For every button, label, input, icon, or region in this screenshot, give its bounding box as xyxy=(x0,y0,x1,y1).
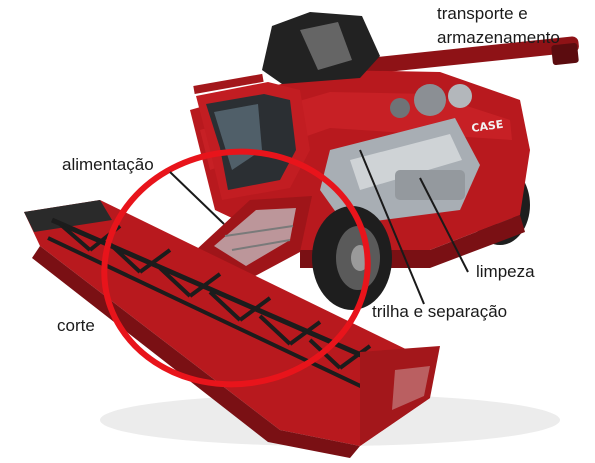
pointer-line-trilha xyxy=(359,149,425,305)
label-corte: corte xyxy=(57,316,95,335)
label-limpeza: limpeza xyxy=(476,262,535,281)
front-wheel xyxy=(312,206,392,310)
svg-text:CASE: CASE xyxy=(471,118,505,135)
feeder-house xyxy=(196,196,312,282)
pointer-line-limpeza xyxy=(419,177,469,273)
unloading-auger xyxy=(329,36,579,78)
grain-tank xyxy=(262,12,380,84)
label-alimentacao: alimentação xyxy=(62,155,154,174)
pointer-line-alimentacao xyxy=(169,171,225,225)
label-transporte-armazenamento: transporte e armazenamento xyxy=(437,4,560,47)
label-trilha-separacao: trilha e separação xyxy=(372,302,508,321)
internal-mechanism xyxy=(320,84,480,225)
highlight-circle xyxy=(101,148,371,388)
cab xyxy=(193,73,310,200)
header-platform xyxy=(24,200,440,458)
